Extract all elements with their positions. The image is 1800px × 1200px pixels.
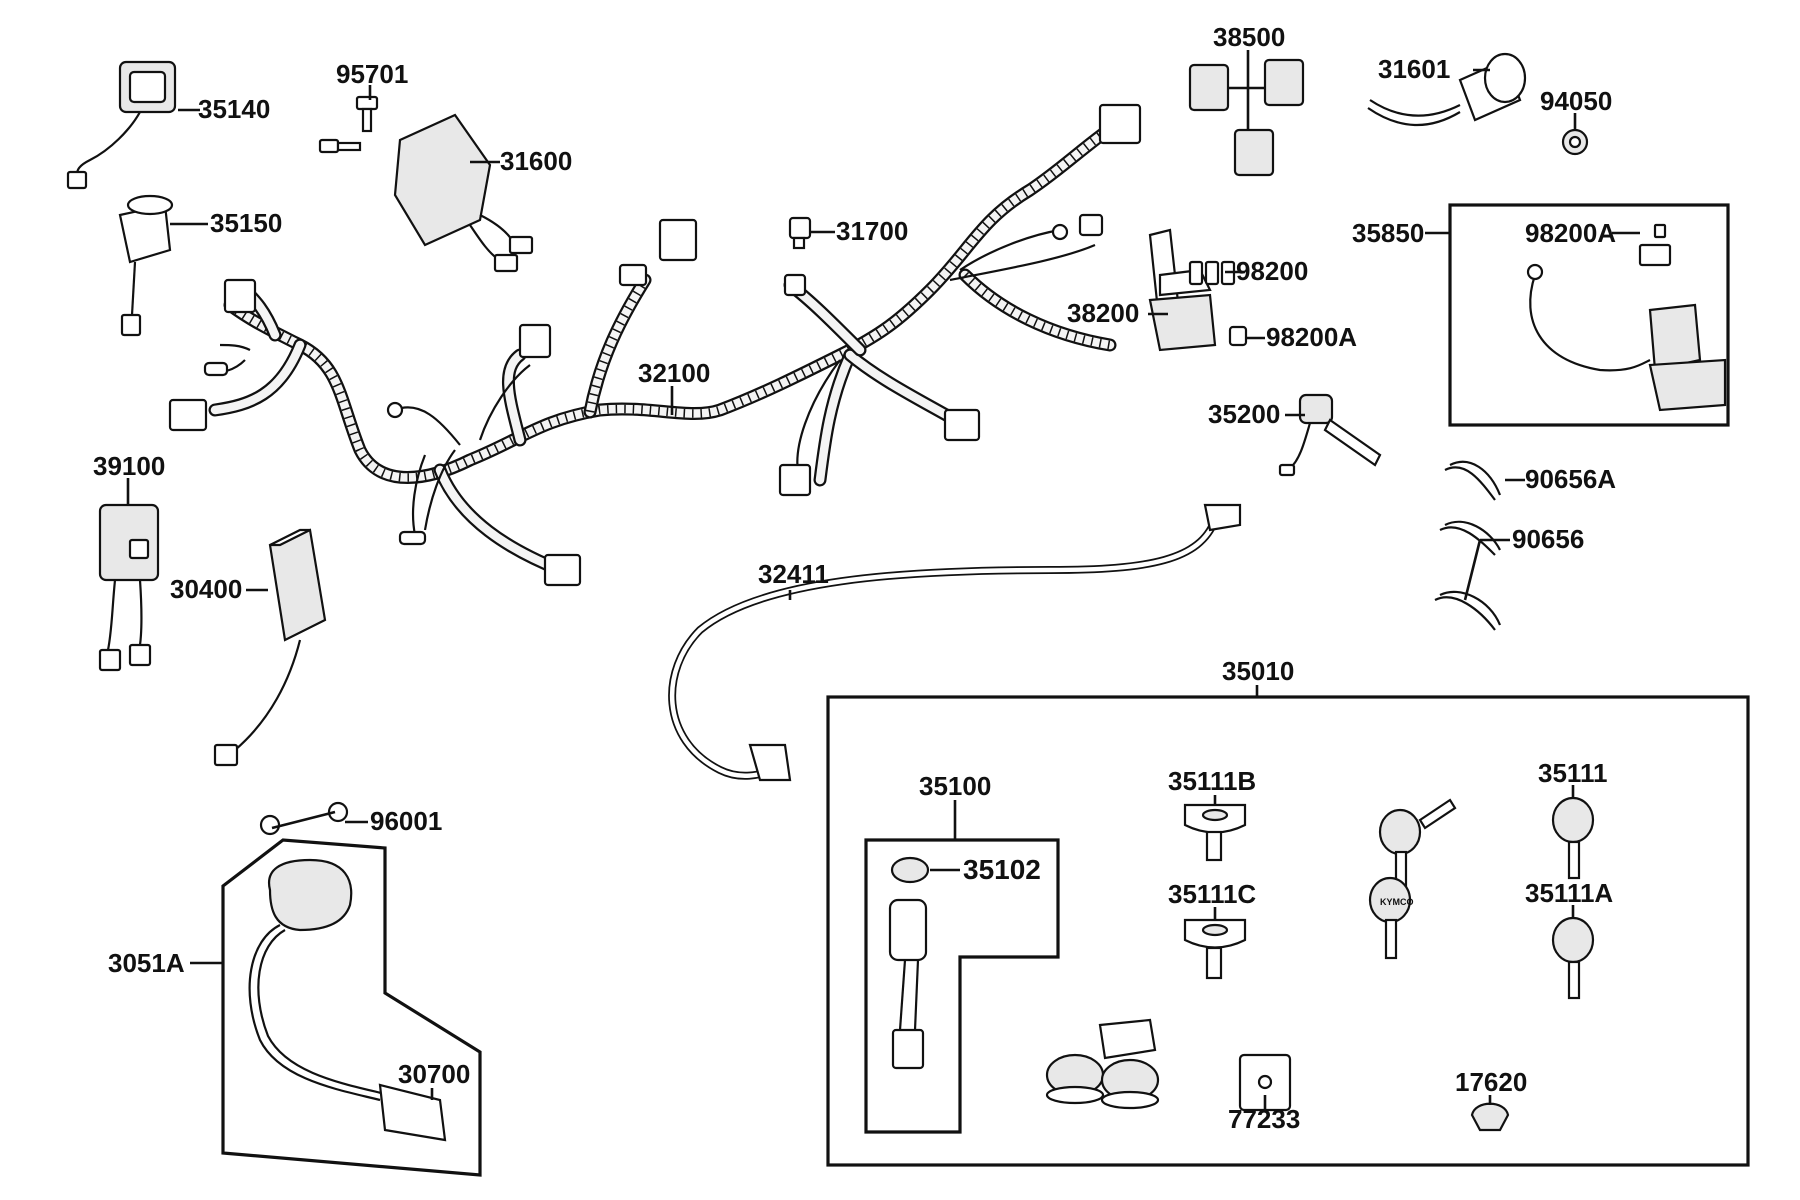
part-32411-battery-cable [668, 503, 1242, 782]
label-77233: 77233 [1228, 1104, 1300, 1134]
part-35111-key [1551, 796, 1595, 880]
label-32411: 32411 [758, 559, 829, 589]
part-38200-fuse-box [1148, 228, 1217, 352]
label-39100: 39100 [93, 451, 165, 481]
label-35111: 35111 [1538, 758, 1607, 788]
leader-lines [126, 50, 1577, 1110]
part-31600-regulator [393, 113, 534, 273]
part-35200-switch [1278, 393, 1382, 477]
label-17620: 17620 [1455, 1067, 1527, 1097]
label-3051A: 3051A [108, 948, 185, 978]
part-31601-ignition-switch [1367, 52, 1527, 127]
group-box-35100 [864, 800, 1060, 1134]
label-98200A-top: 98200A [1525, 218, 1616, 248]
label-35150: 35150 [210, 208, 282, 238]
label-35850: 35850 [1352, 218, 1424, 248]
label-30700: 30700 [398, 1059, 470, 1089]
part-35111A-key [1551, 916, 1595, 1000]
label-95701: 95701 [336, 59, 408, 89]
part-35111C-key-blank [1183, 918, 1247, 980]
part-38500-relays [1188, 58, 1305, 177]
part-35850-starter-relay [1526, 223, 1727, 412]
label-35111B: 35111B [1168, 766, 1256, 796]
label-35102: 35102 [963, 854, 1041, 885]
label-98200A: 98200A [1266, 322, 1357, 352]
group-box-35010 [826, 685, 1750, 1167]
wire-harness-32100 [168, 103, 1142, 587]
label-31700: 31700 [836, 216, 908, 246]
label-38500: 38500 [1213, 22, 1285, 52]
part-95701-bolts [318, 95, 379, 154]
part-35150-bulb-socket [118, 194, 174, 337]
label-90656: 90656 [1512, 524, 1584, 554]
group-box-3051A [190, 838, 482, 1177]
label-35010: 35010 [1222, 656, 1294, 686]
part-key-set-tagged [1045, 1018, 1160, 1110]
label-98200: 98200 [1236, 256, 1308, 286]
part-39100-relay [98, 503, 160, 672]
label-94050: 94050 [1540, 86, 1612, 116]
label-35111C: 35111C [1168, 879, 1256, 909]
label-30400: 30400 [170, 574, 242, 604]
label-90656A: 90656A [1525, 464, 1616, 494]
label-35100: 35100 [919, 771, 991, 801]
part-17620-cap [1470, 1102, 1510, 1132]
label-35200: 35200 [1208, 399, 1280, 429]
key-brand-text: KYMCO [1380, 897, 1414, 907]
part-31700-connector [788, 216, 812, 250]
label-35140: 35140 [198, 94, 270, 124]
label-31601: 31601 [1378, 54, 1450, 84]
label-96001: 96001 [370, 806, 442, 836]
label-32100: 32100 [638, 358, 710, 388]
part-30400-cdi-unit [213, 528, 327, 767]
label-38200: 38200 [1067, 298, 1139, 328]
part-key-pair: KYMCO [1368, 798, 1457, 960]
label-31600: 31600 [500, 146, 572, 176]
part-35111B-key-blank [1183, 803, 1247, 862]
part-90656-bands [1434, 460, 1502, 631]
part-94050-cap [1561, 128, 1589, 156]
part-labels: 35140 95701 31600 38500 31601 94050 3515… [93, 22, 1616, 1134]
label-35111A: 35111A [1525, 878, 1613, 908]
part-98200A-fuse [1228, 325, 1248, 347]
part-35100-lock-assembly [888, 856, 930, 1070]
group-box-35850 [1425, 203, 1730, 427]
part-3051A-ignition-coil [248, 801, 447, 1142]
part-35140-switch [66, 60, 177, 190]
